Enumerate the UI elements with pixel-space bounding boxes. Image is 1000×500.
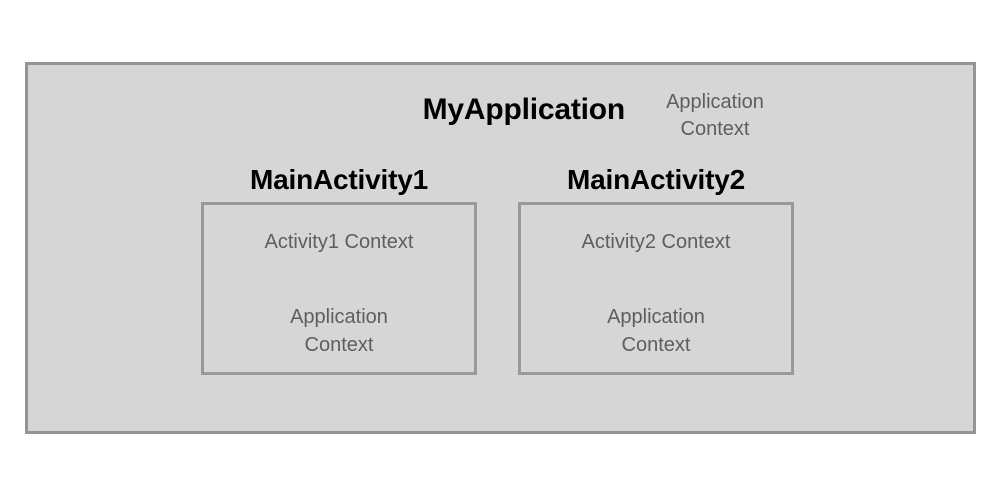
activity-application-context-line1-1: Application bbox=[290, 306, 388, 328]
application-title: MyApplication bbox=[422, 93, 626, 126]
activity-context-label-1: Activity1 Context bbox=[264, 231, 414, 253]
activity-title-1: MainActivity1 bbox=[250, 164, 428, 195]
activity-application-context-line2-2: Context bbox=[621, 334, 691, 356]
activity-application-context-line2-1: Context bbox=[304, 334, 374, 356]
activity-application-context-line1-2: Application bbox=[607, 306, 705, 328]
activity-column-1: MainActivity1 Activity1 Context Applicat… bbox=[201, 163, 477, 375]
application-context-label: Application Context bbox=[640, 89, 790, 143]
activity-context-box-1: Activity1 Context Application Context bbox=[201, 202, 477, 375]
application-header: MyApplication Application Context bbox=[28, 79, 973, 151]
activity-application-context-label-1: Application Context bbox=[204, 303, 474, 359]
application-context-label-line1: Application bbox=[666, 91, 764, 113]
activity-column-2: MainActivity2 Activity2 Context Applicat… bbox=[518, 163, 794, 375]
activity-context-label-2: Activity2 Context bbox=[581, 231, 731, 253]
application-context-label-line2: Context bbox=[680, 118, 750, 140]
activity-context-box-2: Activity2 Context Application Context bbox=[518, 202, 794, 375]
activities-row: MainActivity1 Activity1 Context Applicat… bbox=[28, 163, 973, 413]
activity-title-2: MainActivity2 bbox=[567, 164, 745, 195]
application-container-box: MyApplication Application Context MainAc… bbox=[25, 62, 976, 434]
activity-application-context-label-2: Application Context bbox=[521, 303, 791, 359]
